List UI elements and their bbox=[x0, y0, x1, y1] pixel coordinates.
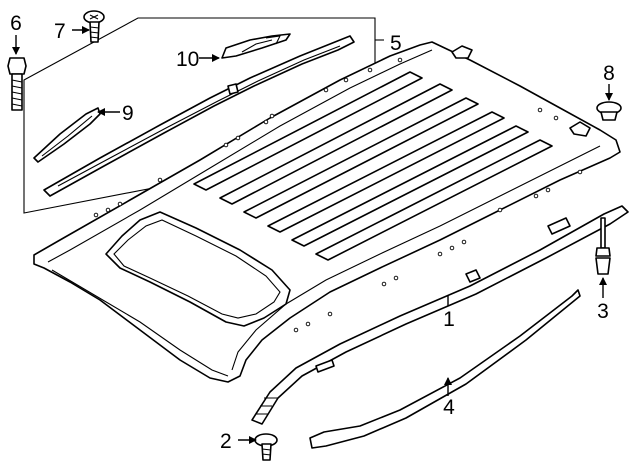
callout-3: 3 bbox=[597, 300, 609, 323]
sunroof-opening bbox=[105, 211, 291, 327]
callout-1: 1 bbox=[443, 308, 455, 331]
part-2-clip bbox=[254, 433, 278, 461]
part-9-front-cover bbox=[33, 107, 101, 163]
part-10-rail-cover bbox=[221, 33, 291, 59]
callout-6: 6 bbox=[10, 12, 22, 35]
callout-5: 5 bbox=[390, 32, 402, 55]
callout-8: 8 bbox=[603, 62, 615, 85]
roof-rail-long bbox=[43, 35, 355, 197]
part-3-stud bbox=[595, 217, 611, 275]
callout-10: 10 bbox=[176, 48, 199, 71]
mounting-holes bbox=[93, 57, 583, 333]
part-6-bolt bbox=[7, 57, 27, 111]
callouts: 6 7 10 9 5 8 3 1 4 2 bbox=[10, 12, 615, 453]
roof-ribs bbox=[193, 71, 553, 261]
part-8-clip bbox=[596, 101, 622, 121]
side-drip-molding bbox=[251, 205, 629, 425]
leader-lines bbox=[12, 26, 613, 444]
callout-4: 4 bbox=[443, 396, 455, 419]
callout-7: 7 bbox=[54, 20, 66, 43]
part-4-molding bbox=[309, 289, 581, 449]
part-7-screw bbox=[83, 10, 105, 43]
callout-2: 2 bbox=[220, 430, 232, 453]
callout-9: 9 bbox=[122, 102, 134, 125]
